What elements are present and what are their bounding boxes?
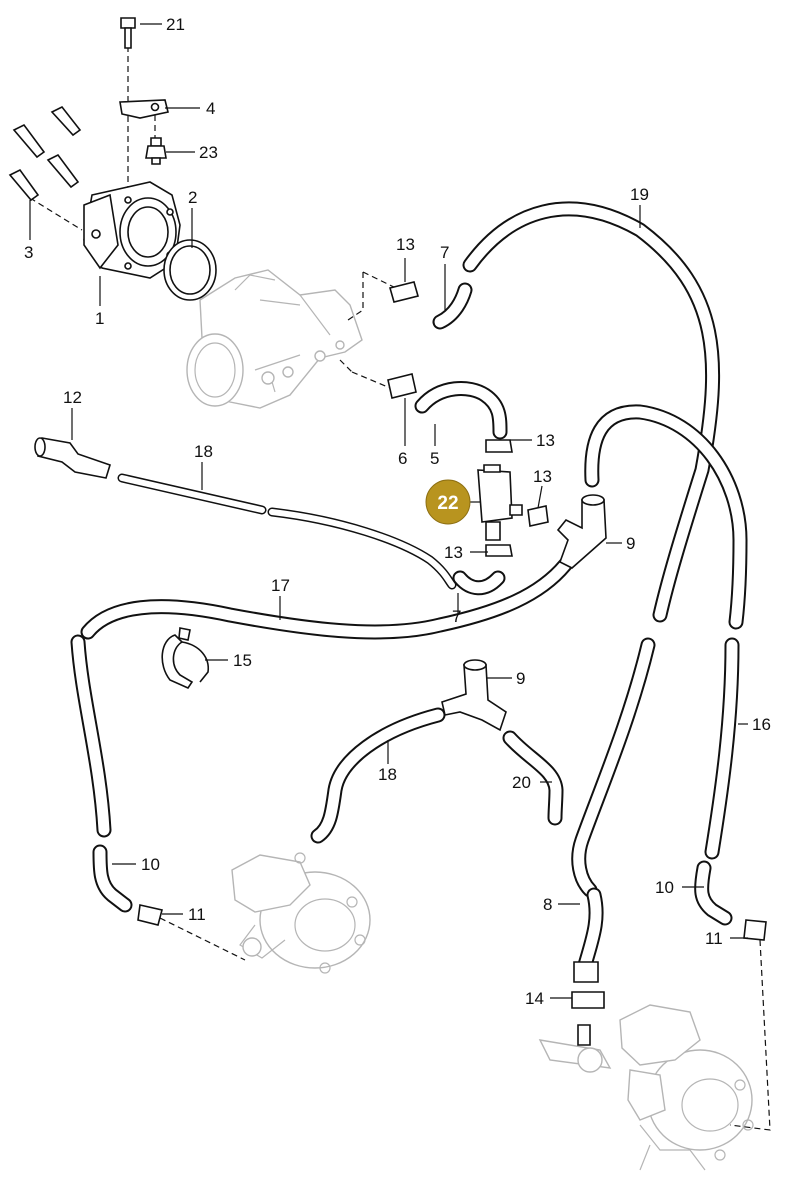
highlight-badge-number: 22	[437, 493, 458, 514]
hose-7-upper	[432, 282, 473, 330]
hose-18-upper	[117, 473, 457, 590]
callout-15: 15	[233, 651, 252, 670]
callout-10-left: 10	[141, 855, 160, 874]
callout-labels: 21 4 23 3 2 1 13 7 19 6 5 13 13 13 7 12 …	[24, 15, 771, 1008]
callout-5: 5	[430, 449, 439, 468]
callout-9-upper: 9	[626, 534, 635, 553]
callout-2: 2	[188, 188, 197, 207]
callout-13-low: 13	[444, 543, 463, 562]
bracket-4	[119, 99, 169, 119]
callout-1: 1	[95, 309, 104, 328]
clamp-15	[161, 627, 209, 690]
highlight-badge-circle	[425, 479, 471, 525]
hose-18-lower	[310, 707, 446, 844]
callout-13-right: 13	[533, 467, 552, 486]
callout-3: 3	[24, 243, 33, 262]
callout-9-lower: 9	[516, 669, 525, 688]
callout-11-left: 11	[188, 905, 206, 924]
gasket-2	[163, 239, 217, 301]
callout-21: 21	[166, 15, 185, 34]
hose-7-lower	[452, 570, 506, 596]
callout-17: 17	[271, 576, 290, 595]
hose-16-upper	[584, 404, 748, 630]
fitting-8-end	[573, 961, 599, 983]
callout-12: 12	[63, 388, 82, 407]
hose-16	[704, 637, 740, 860]
callout-14: 14	[525, 989, 544, 1008]
callout-19: 19	[630, 185, 649, 204]
highlight-badge-22[interactable]: 22	[425, 479, 480, 525]
hose-5	[414, 381, 508, 440]
callout-20: 20	[512, 773, 531, 792]
connector-12	[34, 437, 111, 479]
callout-13-top: 13	[396, 235, 415, 254]
callout-4: 4	[206, 99, 215, 118]
bolts-3	[8, 105, 82, 202]
callout-7-low: 7	[452, 607, 461, 626]
callout-7-top: 7	[440, 243, 449, 262]
t-piece-9-lower	[441, 659, 507, 732]
callout-16: 16	[752, 715, 771, 734]
t-piece-9-upper	[556, 494, 607, 569]
turbocharger-left-ghost	[231, 852, 371, 974]
solenoid-valve-22	[477, 464, 523, 541]
callout-13-mid: 13	[536, 431, 555, 450]
hose-10-right	[694, 860, 733, 926]
bolt-21	[120, 17, 136, 49]
hose-17	[80, 557, 573, 640]
callout-10-right: 10	[655, 878, 674, 897]
callout-18-low: 18	[378, 765, 397, 784]
hose-19	[462, 201, 721, 623]
callout-8: 8	[543, 895, 552, 914]
callout-11-right: 11	[705, 929, 723, 948]
callout-23: 23	[199, 143, 218, 162]
callout-6: 6	[398, 449, 407, 468]
intake-pipe-ghost	[186, 269, 363, 409]
hose-19-lower	[571, 637, 656, 898]
callout-18-top: 18	[194, 442, 213, 461]
sensor-23	[145, 137, 167, 165]
clamps-13-11-14	[137, 281, 767, 1046]
leader-lines	[29, 23, 748, 999]
hose-10-left	[92, 844, 133, 913]
turbocharger-right-ghost	[538, 1004, 754, 1171]
hose-17-lower	[70, 634, 112, 838]
hose-8	[577, 887, 604, 973]
hose-20	[502, 730, 564, 826]
